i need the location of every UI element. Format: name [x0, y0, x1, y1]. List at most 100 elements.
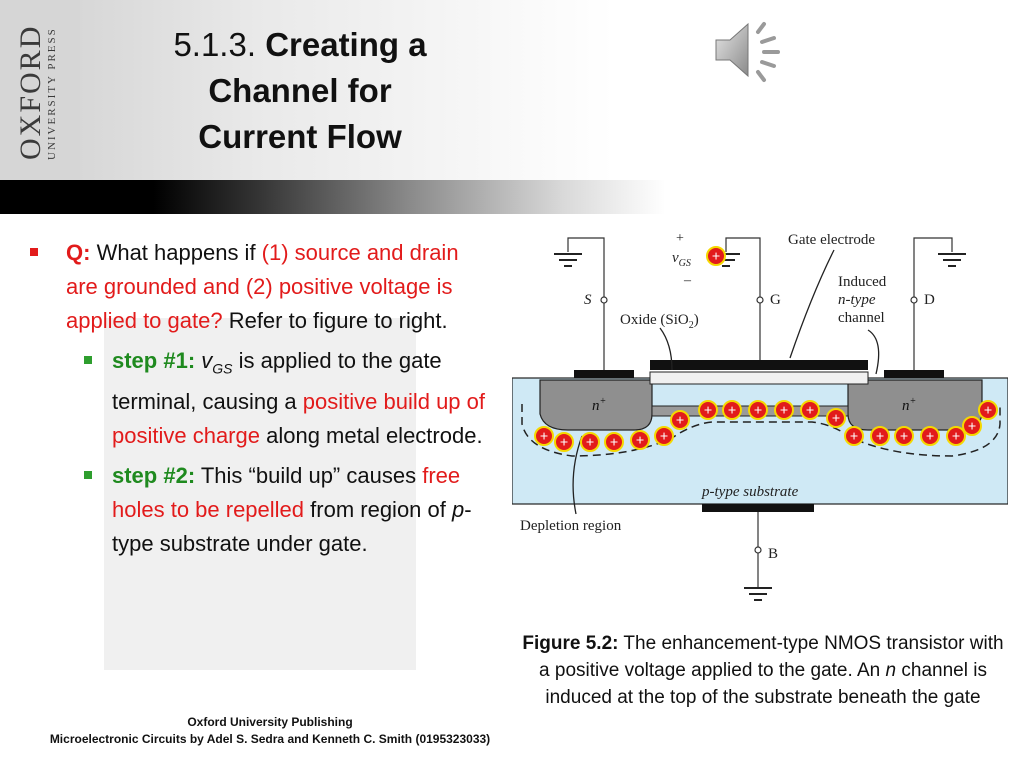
- caption-text-end: channel is induced at the top of the sub…: [545, 660, 987, 708]
- positive-charge-icon: [748, 400, 768, 420]
- positive-charge-sign: +: [636, 433, 645, 449]
- slide-title: 5.1.3. Creating a Channel for Current Fl…: [140, 22, 460, 160]
- positive-charge-sign: +: [900, 429, 909, 445]
- step-1-highlight: positive build up of positive charge: [112, 389, 485, 449]
- caption-text: The enhancement-type NMOS transistor wit…: [539, 633, 1004, 681]
- vgs-minus-label: –: [683, 273, 692, 288]
- positive-charge-sign: +: [876, 429, 885, 445]
- positive-charge-sign: +: [926, 429, 935, 445]
- source-n-plus-region: [539, 379, 653, 431]
- positive-charge-icon: [604, 432, 624, 452]
- positive-charge-icon: [580, 432, 600, 452]
- bullet-marker: [30, 248, 38, 256]
- n-type-label: n-type: [838, 292, 876, 308]
- positive-charge-icon: [698, 400, 718, 420]
- positive-charge-sign: +: [660, 429, 669, 445]
- nmos-diagram: Gate electrode + vGS – S G D Induced n-t…: [512, 231, 1008, 601]
- logo-name: OXFORD: [14, 24, 47, 160]
- p-symbol: p: [451, 497, 465, 523]
- vgs-symbol: v: [201, 348, 213, 373]
- positive-charge-sign: +: [984, 403, 993, 419]
- step-2-text-end: -type substrate under gate.: [112, 497, 472, 557]
- question-text-end: Refer to figure to right.: [222, 308, 448, 333]
- positive-charge-sign: +: [676, 413, 685, 429]
- header-gradient-band: [0, 180, 1024, 214]
- oxide-layer: [649, 371, 869, 385]
- bullet-marker: [84, 471, 92, 480]
- step-2-text-mid: from region of: [304, 497, 452, 523]
- step-2-bullet: step #2: This “build up” causes free hol…: [30, 459, 492, 561]
- source-contact: [574, 370, 634, 378]
- gate-terminal-label: G: [770, 292, 781, 308]
- positive-charge-sign: +: [968, 419, 977, 435]
- positive-charge-sign: +: [806, 403, 815, 419]
- speaker-icon[interactable]: [712, 14, 788, 86]
- positive-charge-icon: [654, 426, 674, 446]
- title-line-2: Channel for: [208, 72, 392, 109]
- source-n-plus-label: n+: [592, 396, 606, 414]
- question-bullet: Q: What happens if (1) source and drain …: [30, 236, 492, 338]
- step-2-highlight: free holes to be repelled: [112, 463, 461, 523]
- positive-charge-sign: +: [540, 429, 549, 445]
- positive-charge-icon: [946, 426, 966, 446]
- vgs-subscript: GS: [212, 360, 233, 377]
- positive-charge-icon: [800, 400, 820, 420]
- caption-label: Figure 5.2:: [522, 633, 619, 654]
- positive-charge-icon: [844, 426, 864, 446]
- question-label: Q:: [66, 240, 91, 265]
- depletion-label: Depletion region: [520, 518, 622, 534]
- footer-publisher: Oxford University Publishing: [187, 715, 353, 729]
- slide-header: [0, 0, 1024, 182]
- vgs-label: vGS: [672, 250, 691, 269]
- logo-subtitle: UNIVERSITY PRESS: [46, 27, 58, 160]
- source-terminal-label: S: [584, 292, 592, 308]
- positive-charge-icon: [978, 400, 998, 420]
- oxide-label: Oxide (SiO2): [620, 312, 699, 331]
- slide-content: Q: What happens if (1) source and drain …: [30, 236, 492, 561]
- step-1-text: is applied to the gate terminal, causing…: [112, 348, 442, 415]
- vgs-plus-label: +: [676, 231, 684, 246]
- body-terminal-label: B: [768, 546, 778, 562]
- positive-charge-sign: +: [586, 435, 595, 451]
- title-line-3: Current Flow: [198, 118, 402, 155]
- positive-charge-sign: +: [712, 249, 721, 265]
- positive-charge-icon: [826, 408, 846, 428]
- body-contact: [702, 504, 814, 512]
- caption-italic: n: [885, 660, 897, 681]
- channel-label: channel: [838, 310, 885, 326]
- positive-charge-icon: [962, 416, 982, 436]
- publisher-logo-bar: OXFORD UNIVERSITY PRESS: [0, 0, 80, 182]
- positive-charge-icon: [554, 432, 574, 452]
- positive-charge-icon: [920, 426, 940, 446]
- positive-charge-icon: [894, 426, 914, 446]
- positive-charge-sign: +: [704, 403, 713, 419]
- positive-charge-icon: [774, 400, 794, 420]
- positive-charge-sign: +: [952, 429, 961, 445]
- drain-terminal-label: D: [924, 292, 935, 308]
- positive-charge-icon: [706, 246, 726, 266]
- step-1-label: step #1:: [112, 348, 196, 373]
- question-text: What happens if: [90, 240, 262, 265]
- oxford-logo: OXFORD UNIVERSITY PRESS: [14, 25, 58, 160]
- gate-electrode: [650, 360, 868, 370]
- footer-citation: Microelectronic Circuits by Adel S. Sedr…: [49, 732, 491, 746]
- positive-charge-sign: +: [610, 435, 619, 451]
- watermark-book-cover: [104, 318, 416, 670]
- positive-charge-sign: +: [780, 403, 789, 419]
- figure-caption: Figure 5.2: The enhancement-type NMOS tr…: [516, 630, 1010, 711]
- depletion-boundary: [521, 404, 1001, 457]
- drain-contact: [884, 370, 944, 378]
- positive-charge-icon: [870, 426, 890, 446]
- positive-charge-icon: [534, 426, 554, 446]
- positive-charge-icon: [670, 410, 690, 430]
- charge-markers: +++++++++++++++++++++: [534, 246, 998, 452]
- positive-charge-sign: +: [560, 435, 569, 451]
- step-2-text: This “build up” causes: [195, 463, 423, 489]
- question-highlight: (1) source and drain are grounded and (2…: [66, 240, 459, 333]
- step-2-label: step #2:: [112, 463, 196, 489]
- gate-electrode-label: Gate electrode: [788, 232, 875, 248]
- bullet-marker: [84, 356, 92, 364]
- slide-footer: Oxford University Publishing Microelectr…: [20, 714, 520, 748]
- positive-charge-sign: +: [754, 403, 763, 419]
- section-number: 5.1.3.: [173, 26, 257, 63]
